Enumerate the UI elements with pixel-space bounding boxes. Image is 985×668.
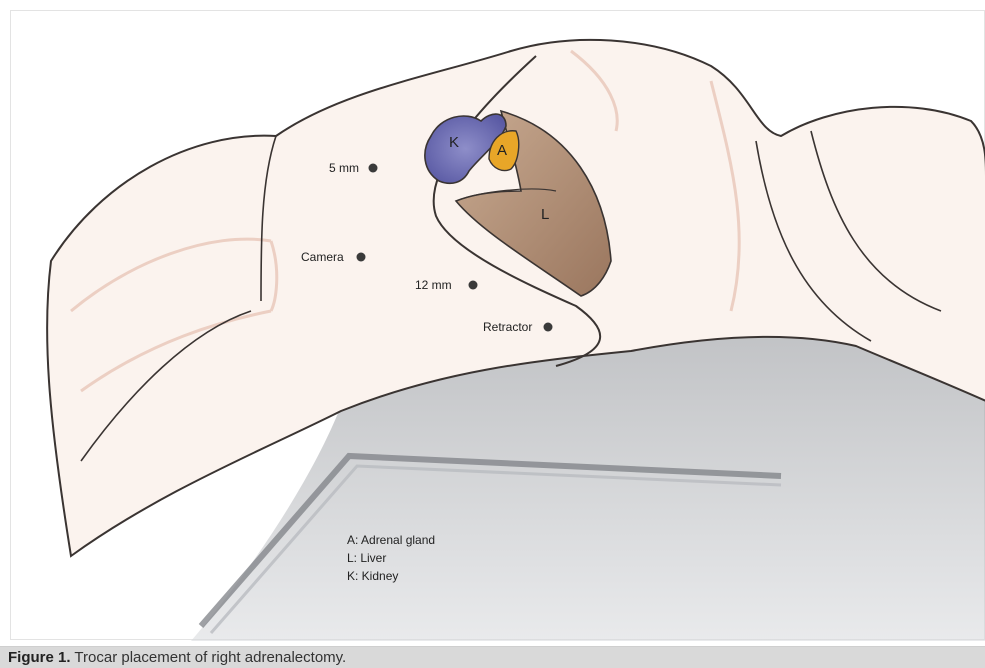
retractor-port-label: Retractor [483,320,532,334]
kidney-label: K [449,134,459,151]
port-5mm-dot [369,164,378,173]
legend-kidney: K: Kidney [347,567,435,585]
port-5mm-label: 5 mm [329,161,359,175]
figure-caption: Figure 1. Trocar placement of right adre… [8,649,346,666]
camera-port-dot [357,253,366,262]
trocar-illustration: K A L 5 mm Camera 12 mm Retractor [11,11,985,641]
retractor-port-dot [544,323,553,332]
liver-label: L [541,206,549,223]
caption-label: Figure 1. [8,649,71,666]
port-12mm-label: 12 mm [415,278,452,292]
organ-legend: A: Adrenal gland L: Liver K: Kidney [347,531,435,585]
legend-liver: L: Liver [347,549,435,567]
legend-adrenal: A: Adrenal gland [347,531,435,549]
camera-port-label: Camera [301,250,344,264]
figure-frame: K A L 5 mm Camera 12 mm Retractor A: Adr… [10,10,985,640]
caption-bar: Figure 1. Trocar placement of right adre… [0,646,985,668]
caption-text: Trocar placement of right adrenalectomy. [74,649,346,666]
port-12mm-dot [469,281,478,290]
adrenal-label: A [497,142,507,159]
